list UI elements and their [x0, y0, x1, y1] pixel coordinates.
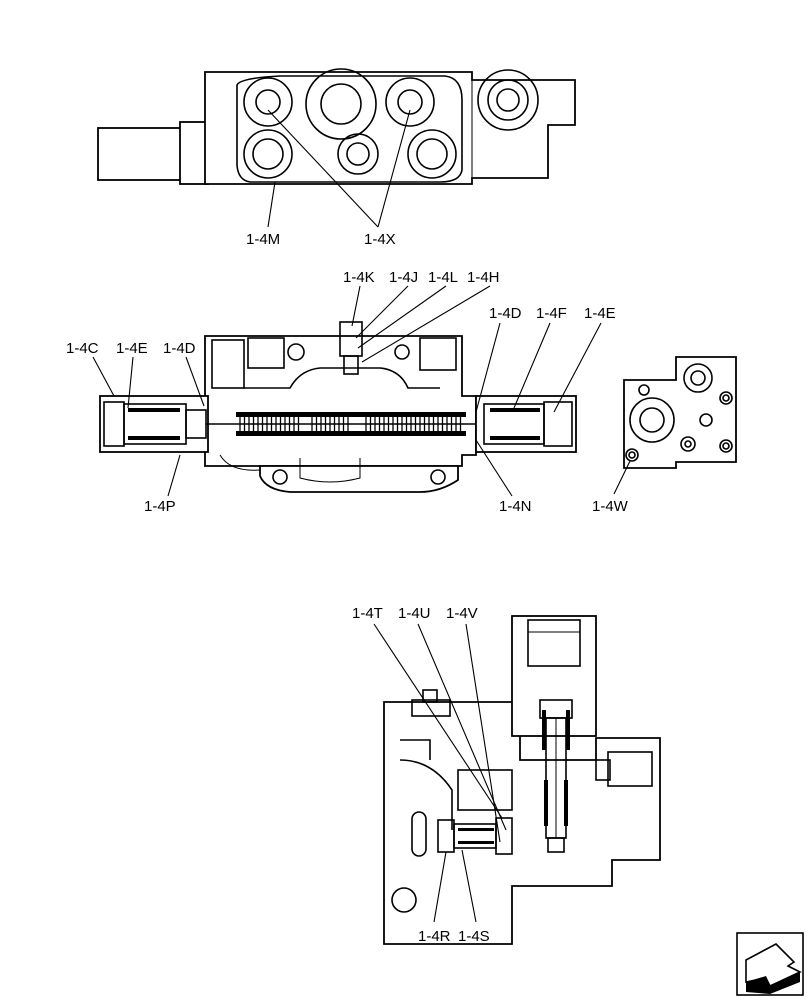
top-view-valve-body	[97, 68, 576, 185]
callout-1-4L: 1-4L	[428, 269, 458, 286]
callout-1-4C: 1-4C	[66, 340, 99, 357]
callout-1-4U: 1-4U	[398, 605, 431, 622]
spool-hatching	[128, 408, 540, 440]
callout-1-4W: 1-4W	[592, 498, 629, 515]
callout-1-4D-right: 1-4D	[489, 305, 522, 322]
callout-1-4H: 1-4H	[467, 269, 500, 286]
detail-spool-hatching	[458, 710, 570, 844]
callout-1-4S: 1-4S	[458, 928, 490, 945]
callout-1-4R: 1-4R	[418, 928, 451, 945]
callout-1-4V: 1-4V	[446, 605, 478, 622]
callout-1-4E-right: 1-4E	[584, 305, 616, 322]
end-plate-leader	[613, 460, 631, 495]
callout-1-4J: 1-4J	[389, 269, 418, 286]
callout-1-4N: 1-4N	[499, 498, 532, 515]
next-page-arrow-icon[interactable]	[736, 932, 804, 996]
detail-view-valve-body	[383, 615, 661, 945]
callout-1-4E-left: 1-4E	[116, 340, 148, 357]
callout-1-4M: 1-4M	[246, 231, 280, 248]
callout-1-4F: 1-4F	[536, 305, 567, 322]
end-plate	[623, 356, 737, 469]
callout-1-4K: 1-4K	[343, 269, 375, 286]
callout-1-4T: 1-4T	[352, 605, 383, 622]
callout-1-4P: 1-4P	[144, 498, 176, 515]
callout-1-4X: 1-4X	[364, 231, 396, 248]
callout-1-4D-left: 1-4D	[163, 340, 196, 357]
top-view-leaders	[267, 109, 411, 228]
detail-view-leaders	[373, 623, 507, 923]
section-view-leaders	[92, 285, 602, 497]
